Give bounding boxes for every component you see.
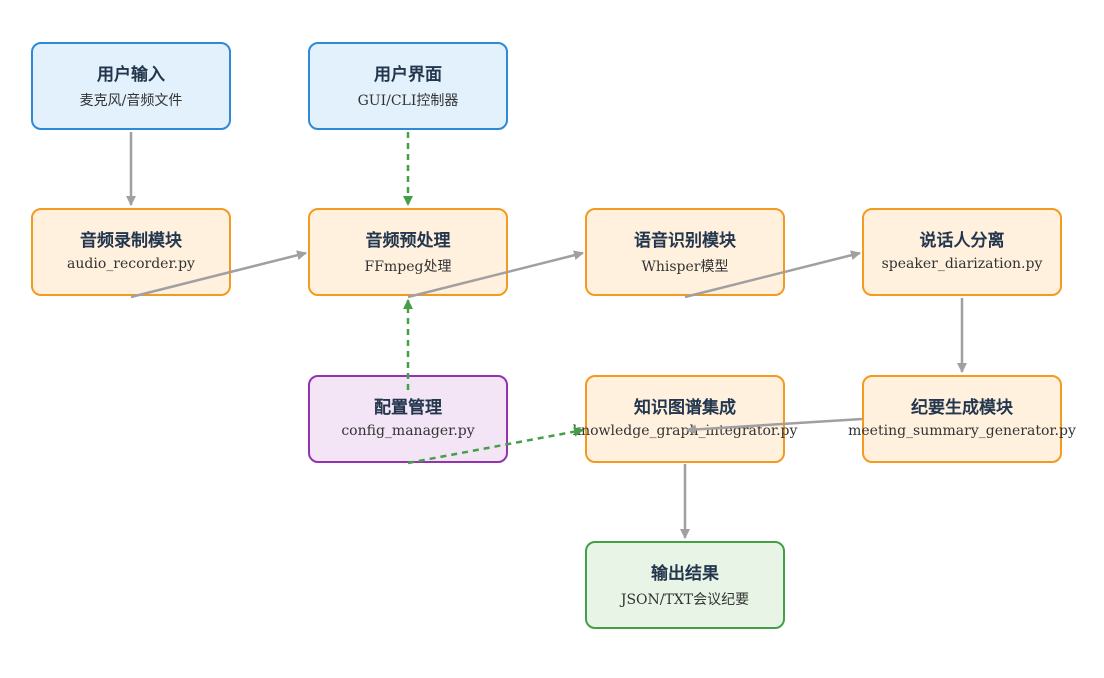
node-speech-recognition: 语音识别模块 Whisper模型 xyxy=(585,208,785,296)
node-subtitle: audio_recorder.py xyxy=(67,256,195,272)
node-knowledge-graph: 知识图谱集成 knowledge_graph_integrator.py xyxy=(573,375,797,463)
node-user-input: 用户输入 麦克风/音频文件 xyxy=(31,42,231,130)
node-title: 知识图谱集成 xyxy=(634,398,736,418)
node-summary-generator: 纪要生成模块 meeting_summary_generator.py xyxy=(848,375,1076,463)
node-subtitle: GUI/CLI控制器 xyxy=(357,93,459,109)
node-title: 语音识别模块 xyxy=(634,231,736,251)
node-title: 用户输入 xyxy=(97,65,165,85)
node-subtitle: meeting_summary_generator.py xyxy=(848,423,1076,439)
node-config-manager: 配置管理 config_manager.py xyxy=(308,375,508,463)
node-user-interface: 用户界面 GUI/CLI控制器 xyxy=(308,42,508,130)
node-subtitle: knowledge_graph_integrator.py xyxy=(572,423,798,439)
node-audio-preprocess: 音频预处理 FFmpeg处理 xyxy=(308,208,508,296)
node-title: 输出结果 xyxy=(651,564,719,584)
node-subtitle: FFmpeg处理 xyxy=(364,259,452,275)
node-title: 配置管理 xyxy=(374,398,442,418)
node-subtitle: Whisper模型 xyxy=(641,259,729,275)
node-title: 音频预处理 xyxy=(365,231,451,251)
node-subtitle: 麦克风/音频文件 xyxy=(79,93,183,109)
node-subtitle: JSON/TXT会议纪要 xyxy=(620,592,750,608)
node-title: 说话人分离 xyxy=(919,231,1005,251)
node-audio-recorder: 音频录制模块 audio_recorder.py xyxy=(31,208,231,296)
node-title: 用户界面 xyxy=(374,65,442,85)
node-title: 音频录制模块 xyxy=(80,231,182,251)
node-output: 输出结果 JSON/TXT会议纪要 xyxy=(585,541,785,629)
node-title: 纪要生成模块 xyxy=(911,398,1013,418)
node-subtitle: speaker_diarization.py xyxy=(881,256,1043,272)
node-subtitle: config_manager.py xyxy=(341,423,475,439)
node-speaker-diarization: 说话人分离 speaker_diarization.py xyxy=(862,208,1062,296)
